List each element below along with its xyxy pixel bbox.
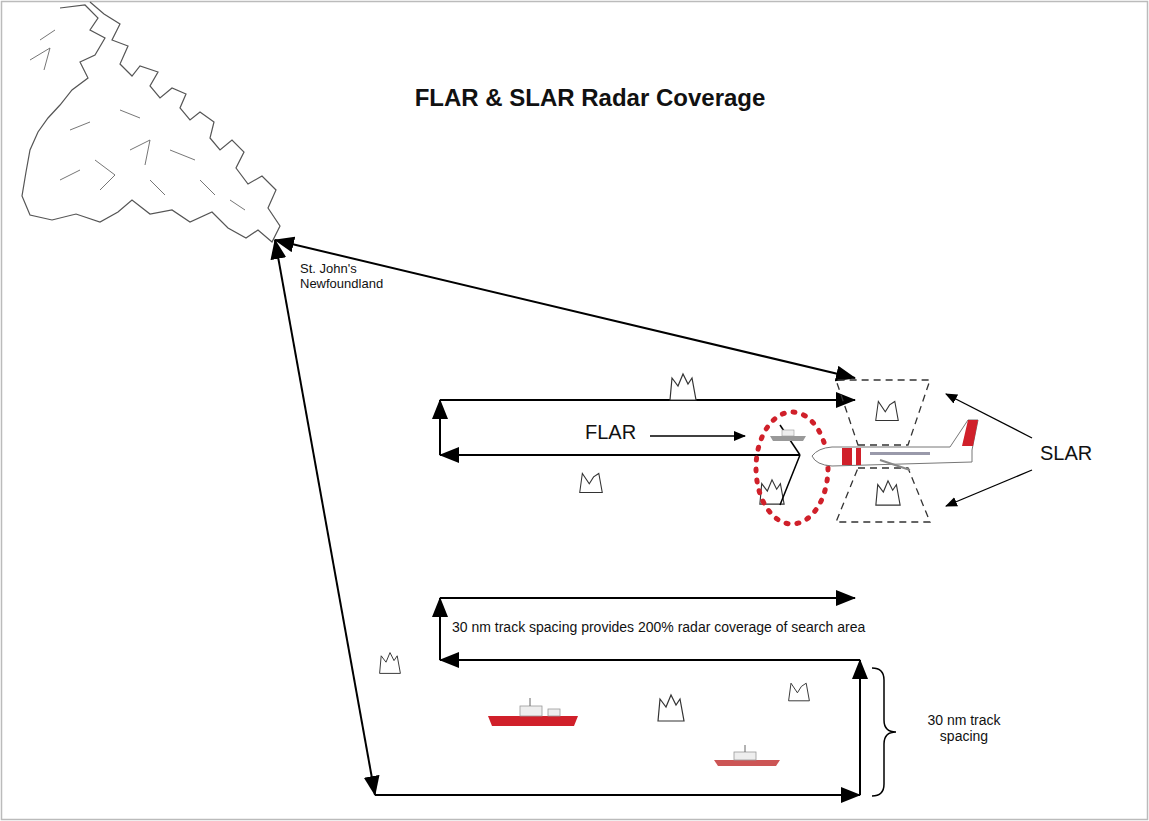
diagram-title: FLAR & SLAR Radar Coverage [300,84,880,112]
note: 30 nm track spacing provides 200% radar … [452,619,865,635]
radar-label: SLAR [1040,442,1092,465]
transit-leg [275,240,375,795]
spacing-brace [872,668,896,796]
pointer-arrow [650,435,745,436]
place-label: St. John's Newfoundland [300,262,410,292]
ship [488,698,578,726]
ship [714,745,780,766]
ship [770,430,806,441]
iceberg-symbols [380,374,901,721]
newfoundland-map [22,2,280,242]
search-track [375,400,860,795]
transit-leg [275,240,855,378]
pointer-arrow [946,470,1032,506]
flar-coverage [756,412,828,524]
aircraft [812,420,978,470]
dimension-label: 30 nm track spacing [905,712,1023,744]
radar-label: FLAR [585,421,636,444]
pointer-arrow [946,394,1032,438]
